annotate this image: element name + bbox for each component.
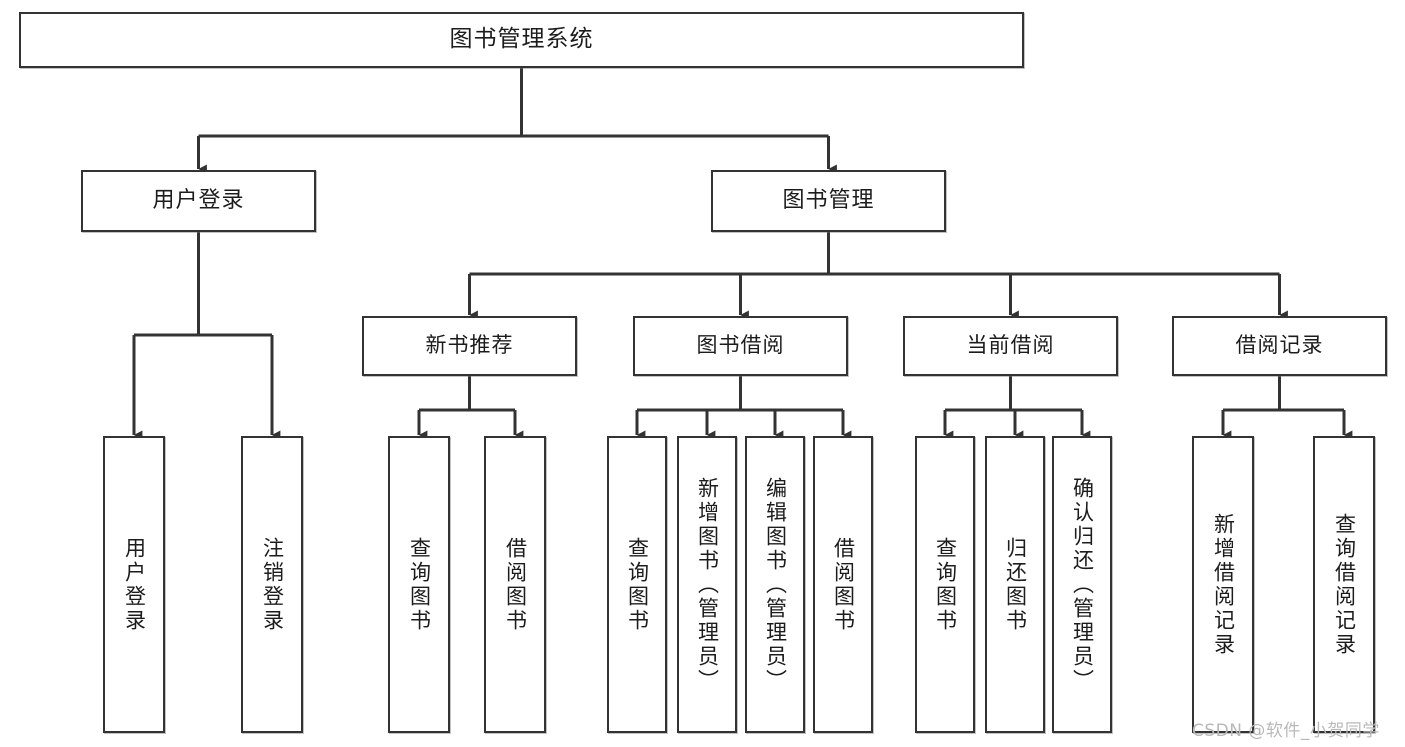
node-root[interactable]: 图书管理系统 (19, 12, 1024, 68)
node-label: 图书借阅 (696, 333, 785, 358)
node-label: 图书管理 (782, 187, 875, 213)
node-leaf-current-1[interactable]: 查询图书 (915, 436, 975, 733)
node-label: 注销登录 (260, 536, 285, 633)
node-label: 确认归还（管理员） (1070, 476, 1095, 693)
node-label: 查询图书 (625, 536, 650, 633)
node-label: 编辑图书（管理员） (763, 476, 788, 693)
node-label: 查询借阅记录 (1332, 512, 1357, 657)
node-label: 新增借阅记录 (1211, 512, 1236, 657)
node-label: 图书管理系统 (449, 26, 594, 53)
node-label: 用户登录 (152, 187, 245, 213)
node-label: 借阅图书 (503, 536, 528, 633)
node-label: 用户登录 (122, 536, 147, 633)
node-leaf-newbook-1[interactable]: 查询图书 (388, 436, 450, 733)
node-newbook[interactable]: 新书推荐 (362, 316, 577, 376)
node-leaf-newbook-2[interactable]: 借阅图书 (484, 436, 546, 733)
node-leaf-borrow-2[interactable]: 新增图书（管理员） (677, 436, 737, 733)
node-leaf-borrow-1[interactable]: 查询图书 (607, 436, 667, 733)
node-label: 当前借阅 (966, 333, 1055, 358)
node-leaf-current-3[interactable]: 确认归还（管理员） (1052, 436, 1112, 733)
csdn-watermark: CSDN @软件_小贺同学 (1192, 721, 1380, 741)
node-leaf-login-2[interactable]: 注销登录 (241, 436, 303, 733)
node-label: 新增图书（管理员） (695, 476, 720, 693)
node-label: 借阅图书 (831, 536, 856, 633)
node-leaf-current-2[interactable]: 归还图书 (985, 436, 1045, 733)
node-label: 归还图书 (1003, 536, 1028, 633)
node-borrow[interactable]: 图书借阅 (633, 316, 848, 376)
node-label: 新书推荐 (425, 333, 514, 358)
node-label: 查询图书 (407, 536, 432, 633)
node-leaf-borrow-4[interactable]: 借阅图书 (813, 436, 873, 733)
node-leaf-borrow-3[interactable]: 编辑图书（管理员） (745, 436, 805, 733)
node-label: 借阅记录 (1235, 333, 1324, 358)
node-current[interactable]: 当前借阅 (903, 316, 1118, 376)
node-label: 查询图书 (933, 536, 958, 633)
node-leaf-records-1[interactable]: 新增借阅记录 (1192, 436, 1254, 733)
node-leaf-login-1[interactable]: 用户登录 (103, 436, 165, 733)
node-login[interactable]: 用户登录 (81, 170, 316, 232)
node-records[interactable]: 借阅记录 (1172, 316, 1387, 376)
node-leaf-records-2[interactable]: 查询借阅记录 (1313, 436, 1375, 733)
node-bookmgmt[interactable]: 图书管理 (711, 170, 946, 232)
connector-layer (132, 68, 1353, 440)
